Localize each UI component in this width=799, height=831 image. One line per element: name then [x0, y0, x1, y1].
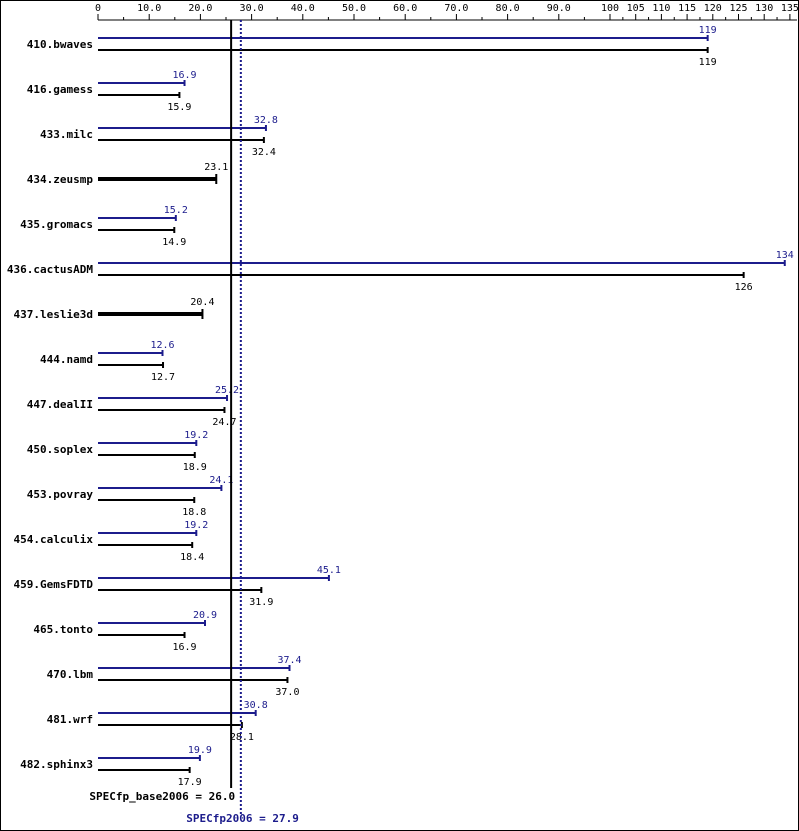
peak-value-label: 20.9 [193, 610, 217, 621]
x-tick-label: 10.0 [137, 3, 161, 14]
x-tick-label: 80.0 [496, 3, 520, 14]
benchmark-label: 416.gamess [27, 83, 93, 96]
x-tick-label: 125 [729, 3, 747, 14]
base-value-label: 16.9 [172, 642, 196, 653]
bar-base [98, 312, 203, 316]
benchmark-label: 454.calculix [14, 533, 94, 546]
x-tick-label: 120 [704, 3, 722, 14]
x-tick-label: 30.0 [240, 3, 264, 14]
benchmark-label: 470.lbm [47, 668, 94, 681]
x-tick-label: 100 [601, 3, 619, 14]
peak-value-label: 37.4 [277, 655, 301, 666]
benchmark-label: 410.bwaves [27, 38, 93, 51]
x-axis: 0 10.0 20.0 30.0 40.0 50.0 60.0 70.0 80.0 90.0 100… [95, 3, 799, 21]
x-tick-label: 50.0 [342, 3, 366, 14]
benchmark-label: 465.tonto [33, 623, 93, 636]
benchmark-label: 447.dealII [27, 398, 93, 411]
base-value-label: 126 [735, 282, 753, 293]
benchmark-label: 434.zeusmp [27, 173, 94, 186]
x-tick-label: 115 [678, 3, 696, 14]
base-value-label: 31.9 [249, 597, 273, 608]
benchmark-label: 459.GemsFDTD [14, 578, 94, 591]
peak-value-label: 12.6 [150, 340, 174, 351]
peak-value-label: 30.8 [244, 700, 268, 711]
x-tick-label: 20.0 [188, 3, 212, 14]
base-value-label: 20.4 [190, 297, 214, 308]
x-tick-label: 40.0 [291, 3, 315, 14]
benchmark-label: 435.gromacs [20, 218, 93, 231]
base-summary-label: SPECfp_base2006 = 26.0 [89, 790, 235, 803]
x-tick-label: 135 [781, 3, 799, 14]
base-value-label: 18.4 [180, 552, 204, 563]
peak-value-label: 15.2 [164, 205, 188, 216]
base-value-label: 12.7 [151, 372, 175, 383]
base-value-label: 32.4 [252, 147, 276, 158]
peak-value-label: 134 [776, 250, 794, 261]
base-value-label: 23.1 [204, 162, 228, 173]
x-tick-label: 105 [627, 3, 645, 14]
benchmark-label: 450.soplex [27, 443, 94, 456]
base-value-label: 15.9 [167, 102, 191, 113]
bar-base [98, 177, 217, 181]
peak-value-label: 16.9 [172, 70, 196, 81]
x-tick-label: 60.0 [393, 3, 417, 14]
benchmark-label: 437.leslie3d [14, 308, 93, 321]
benchmark-label: 482.sphinx3 [20, 758, 93, 771]
benchmark-label: 444.namd [40, 353, 93, 366]
peak-value-label: 19.9 [188, 745, 212, 756]
x-tick-label: 0 [95, 3, 101, 14]
peak-value-label: 19.2 [184, 430, 208, 441]
benchmark-label: 433.milc [40, 128, 93, 141]
peak-value-label: 45.1 [317, 565, 341, 576]
benchmark-label: 481.wrf [47, 713, 93, 726]
base-value-label: 17.9 [178, 777, 202, 788]
x-tick-label: 130 [755, 3, 773, 14]
x-tick-label: 90.0 [547, 3, 571, 14]
peak-value-label: 24.1 [209, 475, 233, 486]
peak-value-label: 32.8 [254, 115, 278, 126]
x-tick-label: 110 [652, 3, 670, 14]
x-tick-label: 70.0 [444, 3, 468, 14]
base-value-label: 37.0 [275, 687, 299, 698]
benchmark-label: 453.povray [27, 488, 94, 501]
bars: 410.bwaves 119 119 416.gamess 16.9 15.9 433.mi… [7, 25, 794, 788]
base-value-label: 18.9 [183, 462, 207, 473]
base-value-label: 119 [699, 57, 717, 68]
peak-value-label: 119 [699, 25, 717, 36]
peak-value-label: 19.2 [184, 520, 208, 531]
base-value-label: 14.9 [162, 237, 186, 248]
base-value-label: 24.7 [212, 417, 236, 428]
benchmark-label: 436.cactusADM [7, 263, 93, 276]
base-value-label: 18.8 [182, 507, 206, 518]
base-value-label: 28.1 [230, 732, 254, 743]
peak-value-label: 25.2 [215, 385, 239, 396]
peak-summary-label: SPECfp2006 = 27.9 [186, 812, 299, 825]
